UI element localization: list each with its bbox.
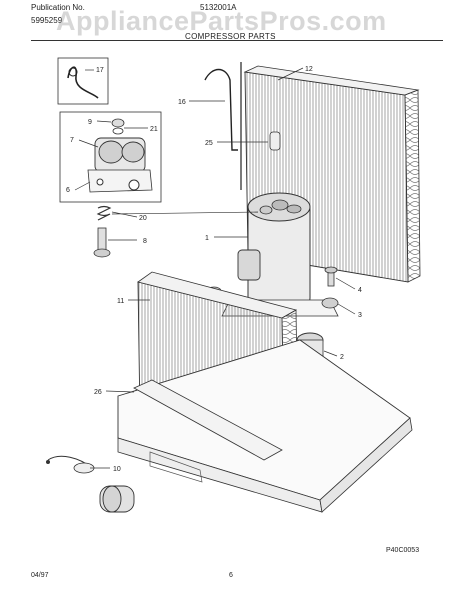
callout-9: 9 [88, 119, 92, 126]
publication-label: Publication No. [31, 3, 85, 12]
callout-labels: 17 16 12 9 21 7 25 6 20 1 8 4 11 3 2 26 … [66, 66, 362, 473]
footer-date: 04/97 [31, 572, 49, 579]
part-26-insulation [133, 379, 283, 461]
callout-21: 21 [150, 126, 158, 133]
callout-25: 25 [205, 140, 213, 147]
watermark: AppliancePartsPros.com [56, 6, 387, 36]
part-base-pan [117, 339, 413, 513]
callout-17: 17 [96, 67, 104, 74]
part-16-tube [204, 62, 242, 190]
figure-code: P40C0053 [386, 547, 420, 554]
callout-16: 16 [178, 99, 186, 106]
part-4-bolt [324, 266, 338, 287]
callout-12: 12 [305, 66, 313, 73]
section-title: COMPRESSOR PARTS [185, 32, 276, 41]
callout-10: 10 [113, 466, 121, 473]
part-25-drier [269, 131, 281, 151]
part-20-spring [96, 205, 112, 221]
callout-4: 4 [358, 287, 362, 294]
page-number: 6 [229, 572, 233, 579]
callout-11: 11 [117, 298, 124, 305]
callout-7: 7 [70, 137, 74, 144]
callout-2: 2 [340, 354, 344, 361]
callout-1: 1 [205, 235, 209, 242]
leader-lines [74, 67, 356, 469]
part-overload-assembly-box [59, 111, 162, 203]
callout-3: 3 [358, 312, 362, 319]
callout-8: 8 [143, 238, 147, 245]
callout-6: 6 [66, 187, 70, 194]
model-number: 5132001A [200, 3, 237, 12]
part-1-compressor [221, 192, 339, 317]
header-rule [31, 40, 443, 41]
part-17-tubing-box [57, 57, 109, 105]
part-10-capacitor [46, 455, 135, 513]
callout-26: 26 [94, 389, 102, 396]
publication-number: 5995259 [31, 16, 63, 25]
part-3-grommet [321, 297, 339, 309]
part-8-grommet [93, 227, 111, 258]
callout-20: 20 [139, 215, 147, 222]
